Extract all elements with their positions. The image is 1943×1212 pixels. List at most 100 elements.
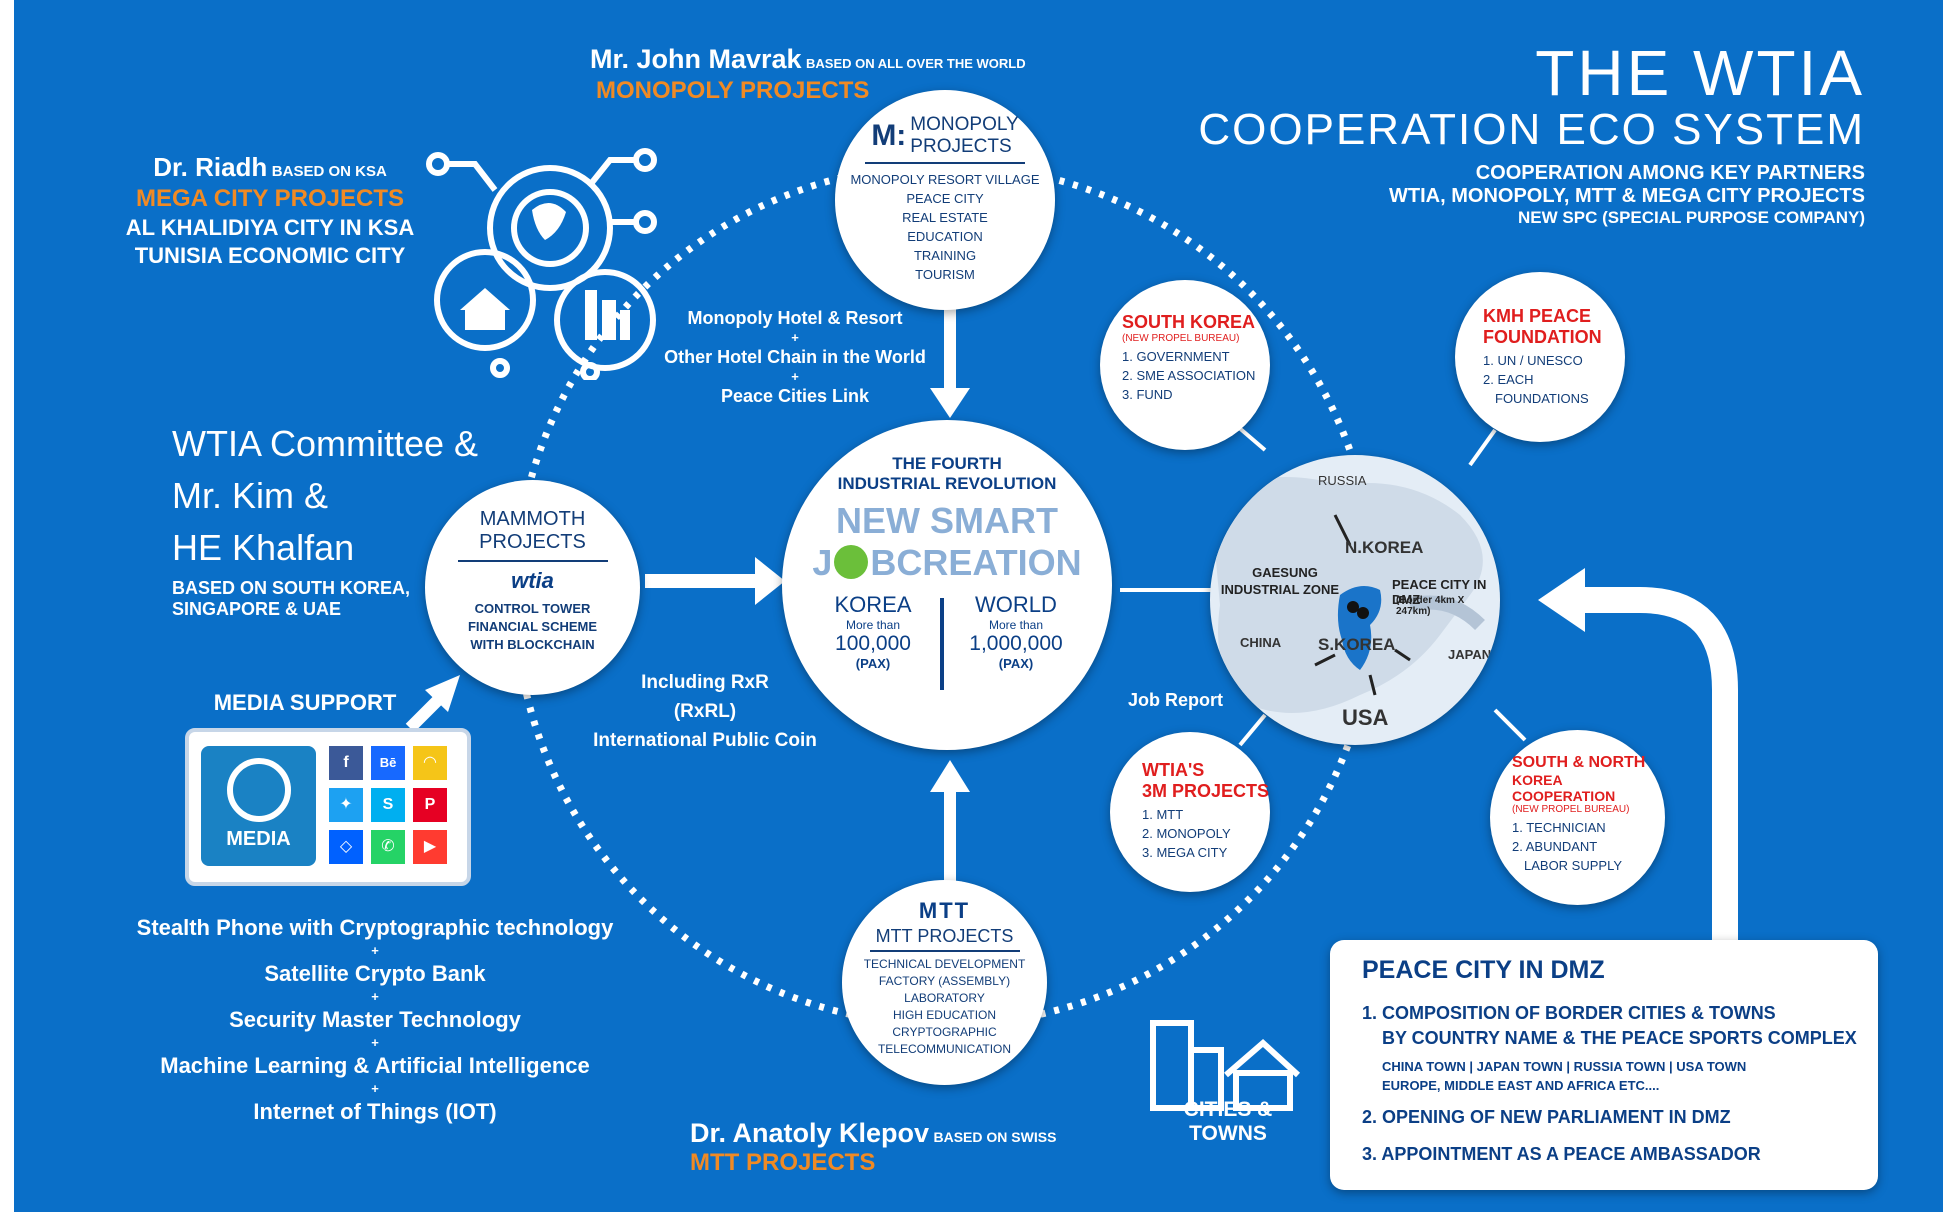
sn-item: 1. TECHNICIAN [1512, 820, 1606, 835]
committee-label: WTIA Committee & Mr. Kim & HE Khalfan BA… [172, 418, 478, 620]
coin-text: Including RxR (RxRL) International Publi… [580, 668, 830, 755]
mtt-circle: MTT MTT PROJECTS TECHNICAL DEVELOPMENT F… [842, 880, 1047, 1085]
south-korea-content: SOUTH KOREA (NEW PROPEL BUREAU) 1. GOVER… [1100, 280, 1270, 404]
wtia-3m-title1: WTIA'S [1142, 760, 1205, 780]
korea-unit: (PAX) [855, 656, 891, 671]
south-korea-sub: (NEW PROPEL BUREAU) [1122, 333, 1240, 344]
south-korea-title: SOUTH KOREA [1122, 312, 1256, 332]
mtt-logo: MTT [918, 898, 971, 923]
world-value: 1,000,000 [969, 632, 1063, 655]
korea-value: 100,000 [835, 632, 911, 655]
hotel-plus: + [791, 330, 799, 345]
kmh-item: 2. EACH [1483, 372, 1534, 387]
map-gaesung2: INDUSTRIAL ZONE [1220, 582, 1340, 597]
mammoth-title2: PROJECTS [479, 531, 586, 553]
map-china: CHINA [1240, 635, 1282, 650]
monopoly-item: TOURISM [915, 267, 975, 282]
twitter-icon: ✦ [329, 788, 363, 822]
tech-item: Machine Learning & Artificial Intelligen… [160, 1053, 590, 1078]
dropbox-icon: ◇ [329, 830, 363, 864]
riadh-project: MEGA CITY PROJECTS [135, 185, 405, 212]
south-north-circle: SOUTH & NORTH KOREA COOPERATION (NEW PRO… [1490, 730, 1665, 905]
south-korea-item: 2. SME ASSOCIATION [1122, 368, 1256, 383]
job-creation-circle: THE FOURTH INDUSTRIAL REVOLUTION NEW SMA… [782, 420, 1112, 750]
riadh-line1: AL KHALIDIYA CITY IN KSA [125, 215, 415, 240]
cities-towns-icon [1150, 1020, 1301, 1111]
kmh-item: 1. UN / UNESCO [1483, 353, 1583, 368]
south-korea-circle: SOUTH KOREA (NEW PROPEL BUREAU) 1. GOVER… [1100, 280, 1270, 450]
connector-line [1493, 708, 1527, 742]
sn-title1: SOUTH & NORTH [1512, 754, 1646, 771]
wtia-3m-content: WTIA'S 3M PROJECTS 1. MTT 2. MONOPOLY 3.… [1110, 732, 1270, 862]
monopoly-item: REAL ESTATE [902, 210, 988, 225]
mtt-title: MTT PROJECTS [875, 926, 1014, 946]
tech-item: Stealth Phone with Cryptographic technol… [136, 915, 614, 940]
facebook-icon: f [329, 746, 363, 780]
committee-based2: SINGAPORE & UAE [172, 599, 342, 619]
tech-plus: + [371, 989, 379, 1004]
title-block: THE WTIA COOPERATION ECO SYSTEM COOPERAT… [1198, 40, 1865, 228]
monopoly-title1: MONOPOLY [910, 114, 1019, 135]
cities-line1: CITIES & [1183, 1098, 1273, 1121]
media-tile: MEDIA [201, 746, 316, 866]
mammoth-item: CONTROL TOWER [474, 601, 591, 616]
riadh-line2: TUNISIA ECONOMIC CITY [134, 243, 406, 268]
map-nkorea: N.KOREA [1345, 538, 1424, 557]
divider [865, 162, 1025, 164]
peace-item2: 2. OPENING OF NEW PARLIAMENT IN DMZ [1362, 1107, 1731, 1127]
riadh-based: BASED ON KSA [271, 163, 387, 180]
kmh-content: KMH PEACE FOUNDATION 1. UN / UNESCO 2. E… [1455, 272, 1625, 408]
map-peace2: (Border 4km X 247km) [1396, 595, 1465, 617]
committee-line3: HE Khalfan [172, 527, 355, 568]
klepov-based: BASED ON SWISS [933, 1129, 1057, 1145]
youtube-icon: ▶ [413, 830, 447, 864]
kmh-circle: KMH PEACE FOUNDATION 1. UN / UNESCO 2. E… [1455, 272, 1625, 442]
committee-based1: BASED ON SOUTH KOREA, [172, 578, 411, 598]
mavrak-label: Mr. John Mavrak BASED ON ALL OVER THE WO… [590, 44, 1026, 105]
mtt-item: CRYPTOGRAPHIC [892, 1025, 997, 1039]
mavrak-name: Mr. John Mavrak [590, 44, 802, 74]
center-head1: THE FOURTH [892, 454, 1002, 473]
mavrak-based: BASED ON ALL OVER THE WORLD [806, 56, 1026, 71]
klepov-name: Dr. Anatoly Klepov [690, 1118, 930, 1148]
media-panel: MEDIA f Bē ◠ ✦ S P ◇ ✆ ▶ [185, 728, 471, 886]
map-gaesung1: GAESUNG [1252, 565, 1318, 580]
monopoly-item: EDUCATION [907, 229, 983, 244]
divider [940, 598, 944, 690]
monopoly-header: M: MONOPOLY PROJECTS [835, 114, 1055, 158]
arrow-shaft [944, 790, 956, 900]
whatsapp-icon: ✆ [371, 830, 405, 864]
divider [457, 560, 608, 562]
coin-line2: (RxRL) [673, 701, 737, 722]
tech-list: Stealth Phone with Cryptographic technol… [125, 912, 625, 1128]
committee-line2: Mr. Kim & [172, 475, 329, 516]
smart-city-icon [426, 148, 657, 380]
job-report-label: Job Report [1128, 690, 1224, 710]
sn-item: LABOR SUPPLY [1524, 858, 1623, 873]
title-line2: COOPERATION ECO SYSTEM [1198, 105, 1865, 154]
arrow-shaft [645, 574, 760, 588]
arrow-head [755, 557, 785, 605]
arrow-shaft [944, 290, 956, 390]
tech-plus: + [371, 1081, 379, 1096]
title-sub3: NEW SPC (SPECIAL PURPOSE COMPANY) [1518, 208, 1865, 227]
mammoth-item: FINANCIAL SCHEME [467, 619, 598, 634]
wtia-3m-item: 2. MONOPOLY [1142, 826, 1231, 841]
media-label: MEDIA [226, 828, 291, 850]
wtia-3m-title2: 3M PROJECTS [1142, 781, 1270, 801]
pinterest-icon: P [413, 788, 447, 822]
center-big2-b: B [870, 542, 897, 583]
behance-icon: Bē [371, 746, 405, 780]
peace-item3: 3. APPOINTMENT AS A PEACE AMBASSADOR [1362, 1144, 1761, 1164]
peace-city-panel: PEACE CITY IN DMZ 1. COMPOSITION OF BORD… [1330, 940, 1878, 1190]
monopoly-circle: M: MONOPOLY PROJECTS MONOPOLY RESORT VIL… [835, 90, 1055, 310]
wtia-3m-item: 3. MEGA CITY [1142, 845, 1228, 860]
kmh-item: FOUNDATIONS [1495, 391, 1589, 406]
gear-icon [834, 545, 869, 579]
monopoly-items: MONOPOLY RESORT VILLAGE PEACE CITY REAL … [835, 170, 1055, 284]
tech-item: Security Master Technology [229, 1007, 521, 1032]
coin-line3: International Public Coin [593, 730, 817, 751]
tech-plus: + [371, 1035, 379, 1050]
